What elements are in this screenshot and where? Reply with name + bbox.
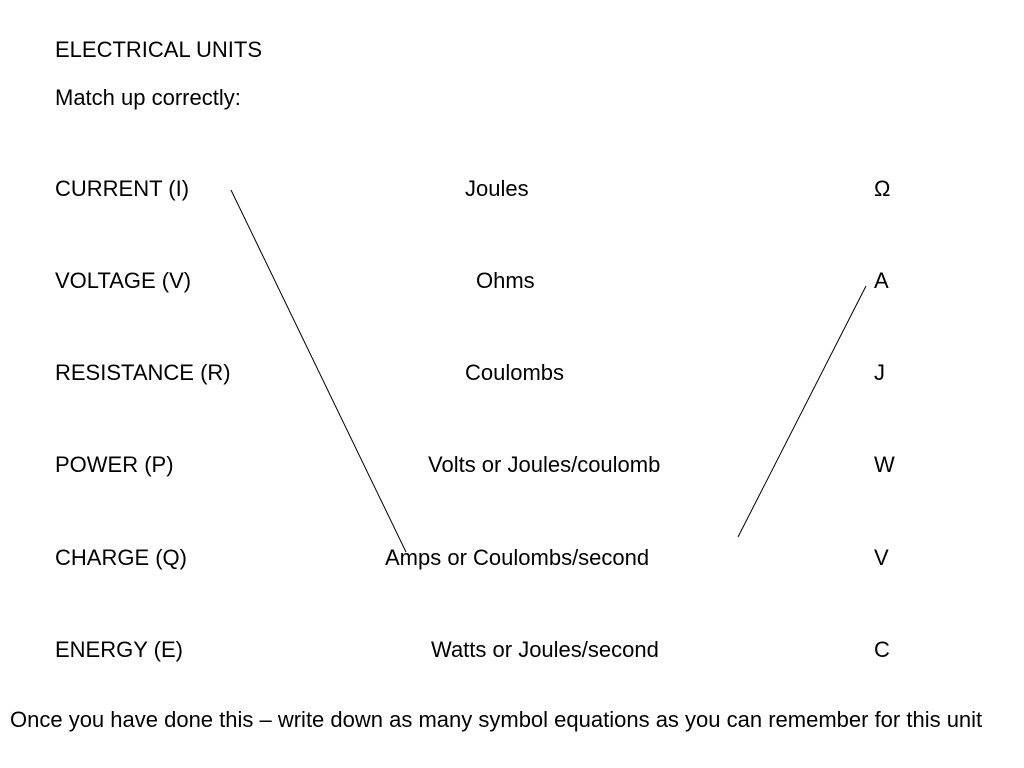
unit-symbol-coulomb: C xyxy=(874,637,890,662)
unit-name-volts: Volts or Joules/coulomb xyxy=(428,452,661,477)
unit-name-joules: Joules xyxy=(465,176,529,201)
unit-name-coulombs: Coulombs xyxy=(465,360,565,385)
quantity-charge: CHARGE (Q) xyxy=(55,545,187,570)
footer-instruction: Once you have done this – write down as … xyxy=(10,707,983,732)
unit-symbol-watt: W xyxy=(874,452,895,477)
unit-name-ohms: Ohms xyxy=(476,268,535,293)
unit-name-watts: Watts or Joules/second xyxy=(431,637,659,662)
quantity-current: CURRENT (I) xyxy=(55,176,190,201)
unit-symbol-volt: V xyxy=(874,545,889,570)
match-line-current-to-amps xyxy=(230,189,407,553)
slide-subtitle: Match up correctly: xyxy=(55,85,241,110)
quantity-voltage: VOLTAGE (V) xyxy=(55,268,192,293)
match-line-amps-to-symbol-a xyxy=(737,285,867,538)
unit-symbol-ohm: Ω xyxy=(874,176,891,201)
unit-symbol-amp: A xyxy=(874,268,889,293)
slide-title: ELECTRICAL UNITS xyxy=(55,37,263,62)
unit-symbol-joule: J xyxy=(874,360,885,385)
quantity-power: POWER (P) xyxy=(55,452,174,477)
quantity-resistance: RESISTANCE (R) xyxy=(55,360,231,385)
quantity-energy: ENERGY (E) xyxy=(55,637,183,662)
unit-name-amps: Amps or Coulombs/second xyxy=(385,545,650,570)
